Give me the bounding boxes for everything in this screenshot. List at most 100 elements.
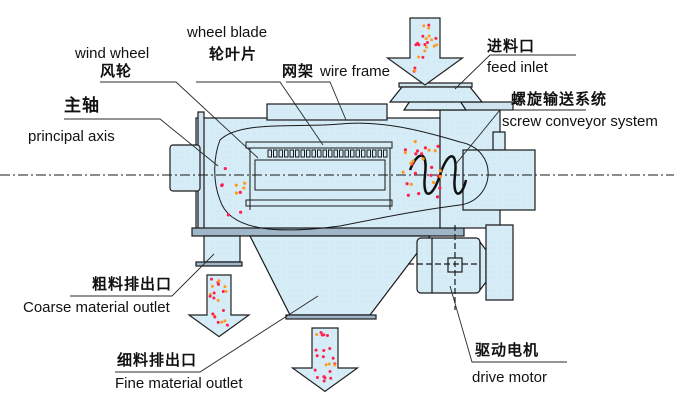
leader-wheel-blade: [196, 81, 324, 146]
wheel-blade: [366, 149, 371, 158]
material-particle: [427, 26, 431, 30]
material-particle: [435, 43, 439, 47]
wheel-blade: [361, 149, 366, 158]
leader-lines: [64, 54, 586, 373]
material-particle: [234, 191, 239, 195]
material-particle: [226, 213, 231, 217]
outlets: [195, 235, 432, 320]
material-particle: [208, 294, 212, 298]
material-particle: [319, 331, 323, 335]
material-particle: [406, 193, 410, 197]
material-particle: [224, 289, 228, 293]
material-particle: [220, 320, 224, 324]
motor-mount: [485, 224, 514, 301]
material-particle: [328, 346, 332, 350]
material-particle: [314, 348, 318, 352]
material-particle: [322, 333, 326, 337]
label-principal-axis-zh: 主轴: [64, 96, 100, 116]
material-particle: [403, 151, 408, 155]
wire-frame-bottom: [245, 199, 393, 207]
screw-housing: [462, 149, 536, 211]
material-particle: [329, 376, 333, 380]
material-particle: [413, 66, 417, 70]
material-particle: [242, 186, 246, 190]
material-particle: [424, 37, 428, 41]
material-particles: [208, 23, 443, 383]
material-particle: [415, 149, 420, 153]
material-particle: [216, 282, 220, 286]
wheel-blade: [328, 149, 333, 158]
wheel-blade: [377, 149, 382, 158]
wheel-blade: [339, 149, 344, 158]
leader-feed-inlet: [454, 54, 576, 90]
material-particle: [423, 49, 427, 53]
material-particle: [409, 182, 413, 186]
material-particle: [417, 55, 421, 59]
material-particle: [315, 375, 319, 379]
material-particle: [413, 69, 417, 73]
coarse-outlet-flange: [195, 261, 243, 267]
material-particle: [209, 277, 213, 281]
material-particle: [436, 144, 440, 148]
material-particle: [324, 363, 328, 367]
wheel-blade: [372, 149, 377, 158]
material-particle: [217, 279, 221, 283]
material-particle: [421, 157, 425, 161]
material-particle: [430, 165, 434, 169]
leader-screw-conveyor: [454, 109, 586, 166]
wheel-blade: [267, 149, 272, 158]
material-particle: [216, 298, 220, 302]
wheel-blade: [311, 149, 316, 158]
material-particle: [325, 333, 329, 337]
label-coarse-outlet-en: Coarse material outlet: [23, 299, 170, 316]
material-particle: [425, 40, 429, 44]
material-particle: [315, 354, 319, 358]
material-particle: [221, 309, 225, 313]
material-particle: [211, 312, 215, 316]
screw-conveyor-spiral: [408, 154, 468, 195]
base-rail: [191, 227, 465, 237]
material-particle: [413, 171, 418, 175]
wheel-blade: [278, 149, 283, 158]
material-particle: [403, 148, 408, 152]
label-principal-axis-en: principal axis: [28, 128, 115, 145]
wheel-blade: [289, 149, 294, 158]
label-feed-inlet-en: feed inlet: [487, 59, 548, 76]
leader-wind-wheel: [100, 81, 259, 159]
motor-flange: [479, 240, 487, 292]
label-feed-inlet-zh: 进料口: [487, 37, 536, 55]
material-particle: [438, 186, 442, 190]
material-particle: [331, 356, 335, 360]
leader-fine-outlet: [115, 295, 319, 373]
material-particle: [322, 375, 326, 379]
material-particle: [430, 38, 434, 42]
material-particle: [328, 369, 332, 373]
label-screw-conveyor-en: screw conveyor system: [502, 113, 658, 130]
wheel-blade: [322, 149, 327, 158]
wheel-blade: [300, 149, 305, 158]
material-particle: [223, 166, 227, 171]
material-particle: [313, 368, 317, 372]
wheel-blade: [344, 149, 349, 158]
material-particle: [427, 148, 431, 152]
wheel-blade: [383, 149, 388, 158]
sieve-envelope: [214, 122, 489, 231]
leader-coarse-outlet: [70, 253, 215, 297]
material-particle: [315, 333, 319, 337]
label-wind-wheel-en: wind wheel: [75, 45, 150, 62]
label-wind-wheel-zh: 风轮: [100, 62, 133, 80]
material-particle: [423, 146, 428, 150]
material-particle: [438, 169, 442, 173]
wheel-blade: [317, 149, 322, 158]
material-particle: [422, 24, 426, 28]
material-particle: [234, 183, 238, 187]
drive-motor-drawing: [408, 224, 515, 310]
material-particle: [427, 34, 431, 38]
material-particle: [221, 290, 225, 294]
material-particle: [429, 173, 433, 177]
material-particle: [433, 149, 437, 153]
fine-hopper: [249, 235, 432, 316]
fine-output-arrow: [290, 327, 360, 393]
material-particle: [420, 152, 424, 156]
